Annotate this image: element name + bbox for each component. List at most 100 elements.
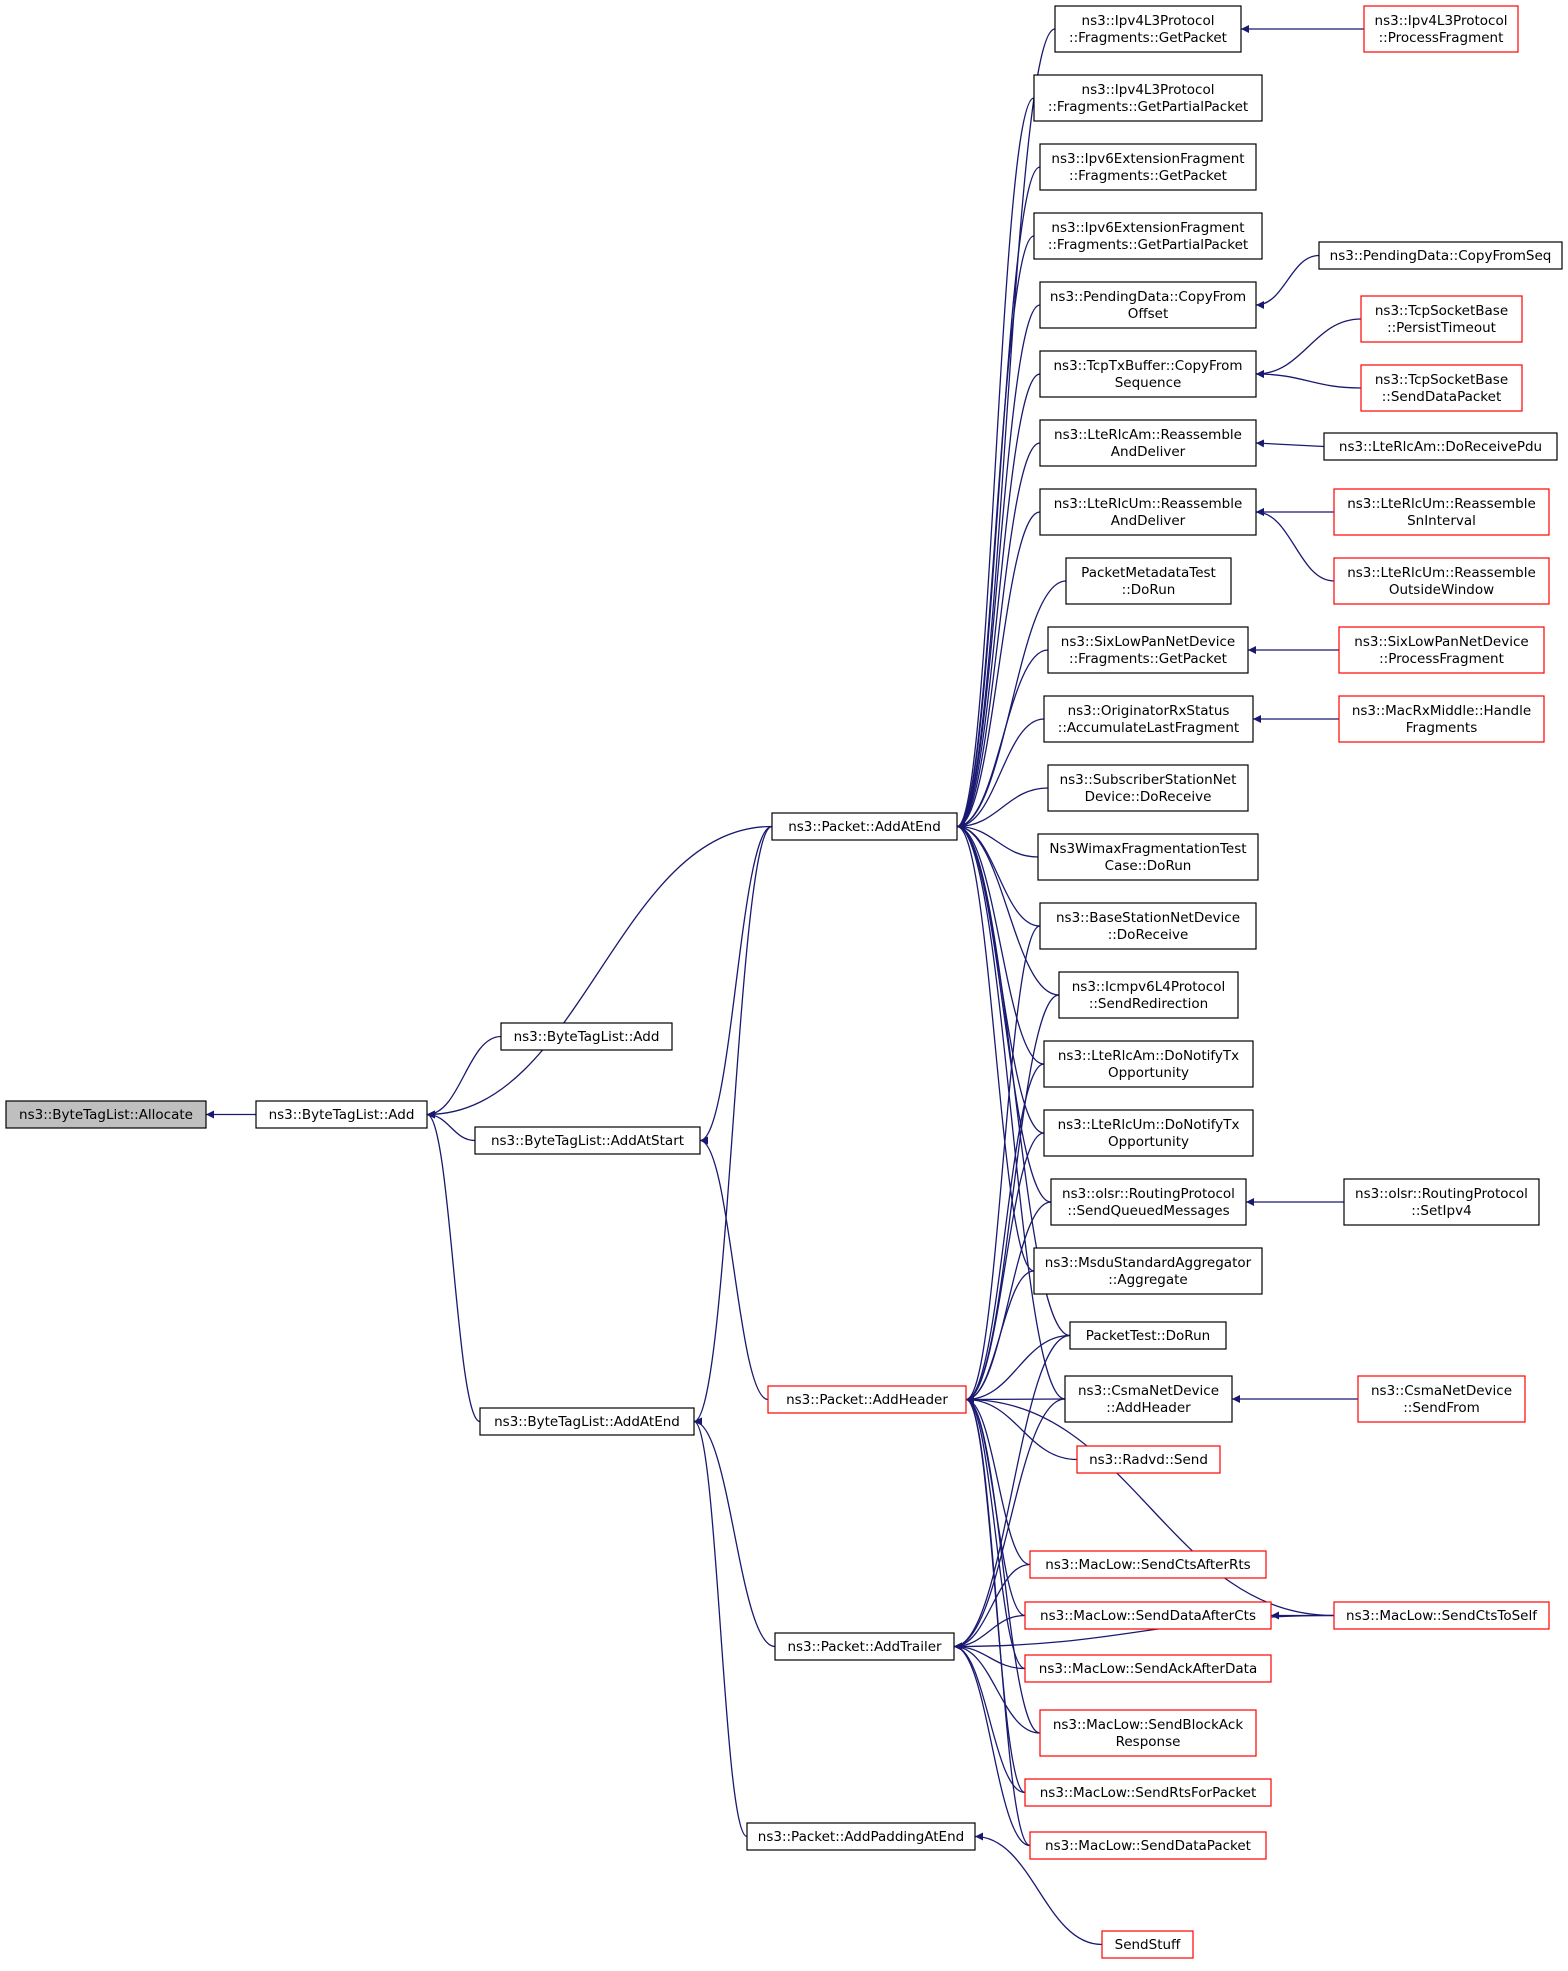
call-edge-pkt_addatend-to-btl_addatstart bbox=[699, 825, 773, 1145]
call-edge-btl_addatend-to-btl_add_main bbox=[426, 1110, 481, 1423]
node-label: Case::DoRun bbox=[1105, 858, 1192, 874]
node-label: ns3::MacLow::SendDataPacket bbox=[1045, 1838, 1251, 1854]
call-edge-pkt_addatend-to-btl_addatend bbox=[693, 825, 773, 1426]
node-label: ns3::TcpSocketBase bbox=[1375, 303, 1508, 319]
call-edge-originator_accum-to-pkt_addatend bbox=[956, 718, 1045, 831]
node-box bbox=[1054, 5, 1242, 53]
call-edge-tcptx_copyfromseq-to-pkt_addatend bbox=[956, 373, 1041, 831]
node-label: ns3::LteRlcUm::DoNotifyTx bbox=[1058, 1117, 1240, 1133]
node-ssnd-doreceive[interactable]: ns3::SubscriberStationNetDevice::DoRecei… bbox=[1047, 764, 1249, 812]
call-edge-tcpsb_senddata-to-tcptx_copyfromseq bbox=[1255, 370, 1362, 389]
node-olsr-sendqueued[interactable]: ns3::olsr::RoutingProtocol::SendQueuedMe… bbox=[1050, 1178, 1247, 1226]
node-olsr-setipv4[interactable]: ns3::olsr::RoutingProtocol::SetIpv4 bbox=[1343, 1178, 1540, 1226]
node-btl-addatstart[interactable]: ns3::ByteTagList::AddAtStart bbox=[474, 1126, 701, 1155]
node-sixlowpan-getpacket[interactable]: ns3::SixLowPanNetDevice::Fragments::GetP… bbox=[1047, 626, 1249, 674]
node-label: Device::DoReceive bbox=[1085, 789, 1212, 805]
node-btl-add-main[interactable]: ns3::ByteTagList::Add bbox=[255, 1100, 428, 1129]
node-label: ns3::SixLowPanNetDevice bbox=[1354, 634, 1528, 650]
node-box bbox=[1039, 143, 1257, 191]
node-label: ::SendFrom bbox=[1403, 1400, 1480, 1416]
call-edge-packettest_dorun-to-pkt_addatend bbox=[956, 822, 1071, 1337]
call-edge-btl_add_other-to-btl_add_main bbox=[426, 1035, 502, 1119]
node-label: ns3::MacLow::SendCtsAfterRts bbox=[1045, 1557, 1250, 1573]
node-bsnd-doreceive[interactable]: ns3::BaseStationNetDevice::DoReceive bbox=[1039, 902, 1257, 950]
node-box bbox=[500, 1022, 673, 1051]
node-icmpv6-sendredirect[interactable]: ns3::Icmpv6L4Protocol::SendRedirection bbox=[1058, 971, 1239, 1019]
node-maclow-datapacket[interactable]: ns3::MacLow::SendDataPacket bbox=[1029, 1831, 1267, 1860]
node-btl-addatend[interactable]: ns3::ByteTagList::AddAtEnd bbox=[479, 1407, 695, 1436]
node-label: ns3::ByteTagList::AddAtStart bbox=[491, 1133, 684, 1149]
call-edge-msdu_aggregate-to-pkt_addheader bbox=[965, 1270, 1035, 1404]
call-edge-csma_addheader-to-pkt_addheader bbox=[965, 1395, 1066, 1404]
node-box bbox=[1064, 1375, 1233, 1423]
node-ipv6-getpacket[interactable]: ns3::Ipv6ExtensionFragment::Fragments::G… bbox=[1039, 143, 1257, 191]
node-pending-copyfromseq[interactable]: ns3::PendingData::CopyFromSeq bbox=[1318, 241, 1563, 270]
node-ipv4-processfrag[interactable]: ns3::Ipv4L3Protocol::ProcessFragment bbox=[1363, 5, 1519, 53]
node-maclow-ackafterdata[interactable]: ns3::MacLow::SendAckAfterData bbox=[1024, 1654, 1272, 1683]
node-packettest-dorun[interactable]: PacketTest::DoRun bbox=[1069, 1321, 1227, 1350]
node-sendstuff[interactable]: SendStuff bbox=[1101, 1930, 1194, 1959]
node-csma-sendfrom[interactable]: ns3::CsmaNetDevice::SendFrom bbox=[1357, 1375, 1526, 1423]
node-maclow-ctsafterrts[interactable]: ns3::MacLow::SendCtsAfterRts bbox=[1029, 1550, 1267, 1579]
node-pmt-dorun[interactable]: PacketMetadataTest::DoRun bbox=[1065, 557, 1232, 605]
node-label: ::Fragments::GetPacket bbox=[1069, 30, 1227, 46]
node-box bbox=[1043, 695, 1254, 743]
node-tcpsb-persist[interactable]: ns3::TcpSocketBase::PersistTimeout bbox=[1360, 295, 1523, 343]
call-edge-radvd_send-to-pkt_addheader bbox=[965, 1395, 1078, 1461]
node-box bbox=[1076, 1445, 1221, 1474]
node-rlcam-doreceivepdu[interactable]: ns3::LteRlcAm::DoReceivePdu bbox=[1323, 432, 1558, 461]
node-label: ns3::MsduStandardAggregator bbox=[1045, 1255, 1252, 1271]
call-edge-msdu_aggregate-to-pkt_addatend bbox=[956, 822, 1035, 1272]
node-msdu-aggregate[interactable]: ns3::MsduStandardAggregator::Aggregate bbox=[1033, 1247, 1263, 1295]
node-box bbox=[746, 1822, 976, 1851]
node-box bbox=[1039, 350, 1257, 398]
node-maclow-dataaftercts[interactable]: ns3::MacLow::SendDataAfterCts bbox=[1024, 1601, 1272, 1630]
node-pkt-addatend[interactable]: ns3::Packet::AddAtEnd bbox=[771, 812, 958, 841]
call-edge-packettest_dorun-to-pkt_addtrailer bbox=[953, 1334, 1071, 1651]
node-box bbox=[1333, 488, 1550, 536]
node-box bbox=[1333, 1601, 1550, 1630]
node-btl-add-other[interactable]: ns3::ByteTagList::Add bbox=[500, 1022, 673, 1051]
node-box bbox=[1333, 557, 1550, 605]
call-edge-maclow_ctsafterrts-to-pkt_addheader bbox=[965, 1395, 1031, 1566]
node-csma-addheader[interactable]: ns3::CsmaNetDevice::AddHeader bbox=[1064, 1375, 1233, 1423]
node-ipv4-getpartial[interactable]: ns3::Ipv4L3Protocol::Fragments::GetParti… bbox=[1033, 74, 1263, 122]
node-sixlowpan-processfrag[interactable]: ns3::SixLowPanNetDevice::ProcessFragment bbox=[1338, 626, 1545, 674]
node-label: ns3::Packet::AddTrailer bbox=[787, 1639, 942, 1655]
node-label: ::AddHeader bbox=[1106, 1400, 1191, 1416]
node-label: OutsideWindow bbox=[1389, 582, 1494, 598]
node-tcpsb-senddata[interactable]: ns3::TcpSocketBase::SendDataPacket bbox=[1360, 364, 1523, 412]
node-box bbox=[1039, 419, 1257, 467]
node-label: AndDeliver bbox=[1111, 444, 1186, 460]
node-pkt-addtrailer[interactable]: ns3::Packet::AddTrailer bbox=[774, 1632, 955, 1661]
node-pkt-addheader[interactable]: ns3::Packet::AddHeader bbox=[767, 1385, 967, 1414]
node-originator-accum[interactable]: ns3::OriginatorRxStatus::AccumulateLastF… bbox=[1043, 695, 1254, 743]
node-ipv6-getpartial[interactable]: ns3::Ipv6ExtensionFragment::Fragments::G… bbox=[1033, 212, 1263, 260]
node-box bbox=[1033, 74, 1263, 122]
node-maclow-rtsforpacket[interactable]: ns3::MacLow::SendRtsForPacket bbox=[1024, 1778, 1272, 1807]
node-label: ::SendQueuedMessages bbox=[1067, 1203, 1229, 1219]
node-label: ns3::Packet::AddAtEnd bbox=[788, 819, 941, 835]
node-box bbox=[1024, 1601, 1272, 1630]
call-edge-tcpsb_persist-to-tcptx_copyfromseq bbox=[1255, 318, 1362, 378]
node-label: ns3::Packet::AddHeader bbox=[786, 1392, 948, 1408]
node-label: ns3::LteRlcUm::Reassemble bbox=[1347, 565, 1536, 581]
node-box bbox=[1065, 557, 1232, 605]
node-maclow-ctstoself[interactable]: ns3::MacLow::SendCtsToSelf bbox=[1333, 1601, 1550, 1630]
node-radvd-send[interactable]: ns3::Radvd::Send bbox=[1076, 1445, 1221, 1474]
node-pkt-addpadding[interactable]: ns3::Packet::AddPaddingAtEnd bbox=[746, 1822, 976, 1851]
node-ipv4-getpacket[interactable]: ns3::Ipv4L3Protocol::Fragments::GetPacke… bbox=[1054, 5, 1242, 53]
